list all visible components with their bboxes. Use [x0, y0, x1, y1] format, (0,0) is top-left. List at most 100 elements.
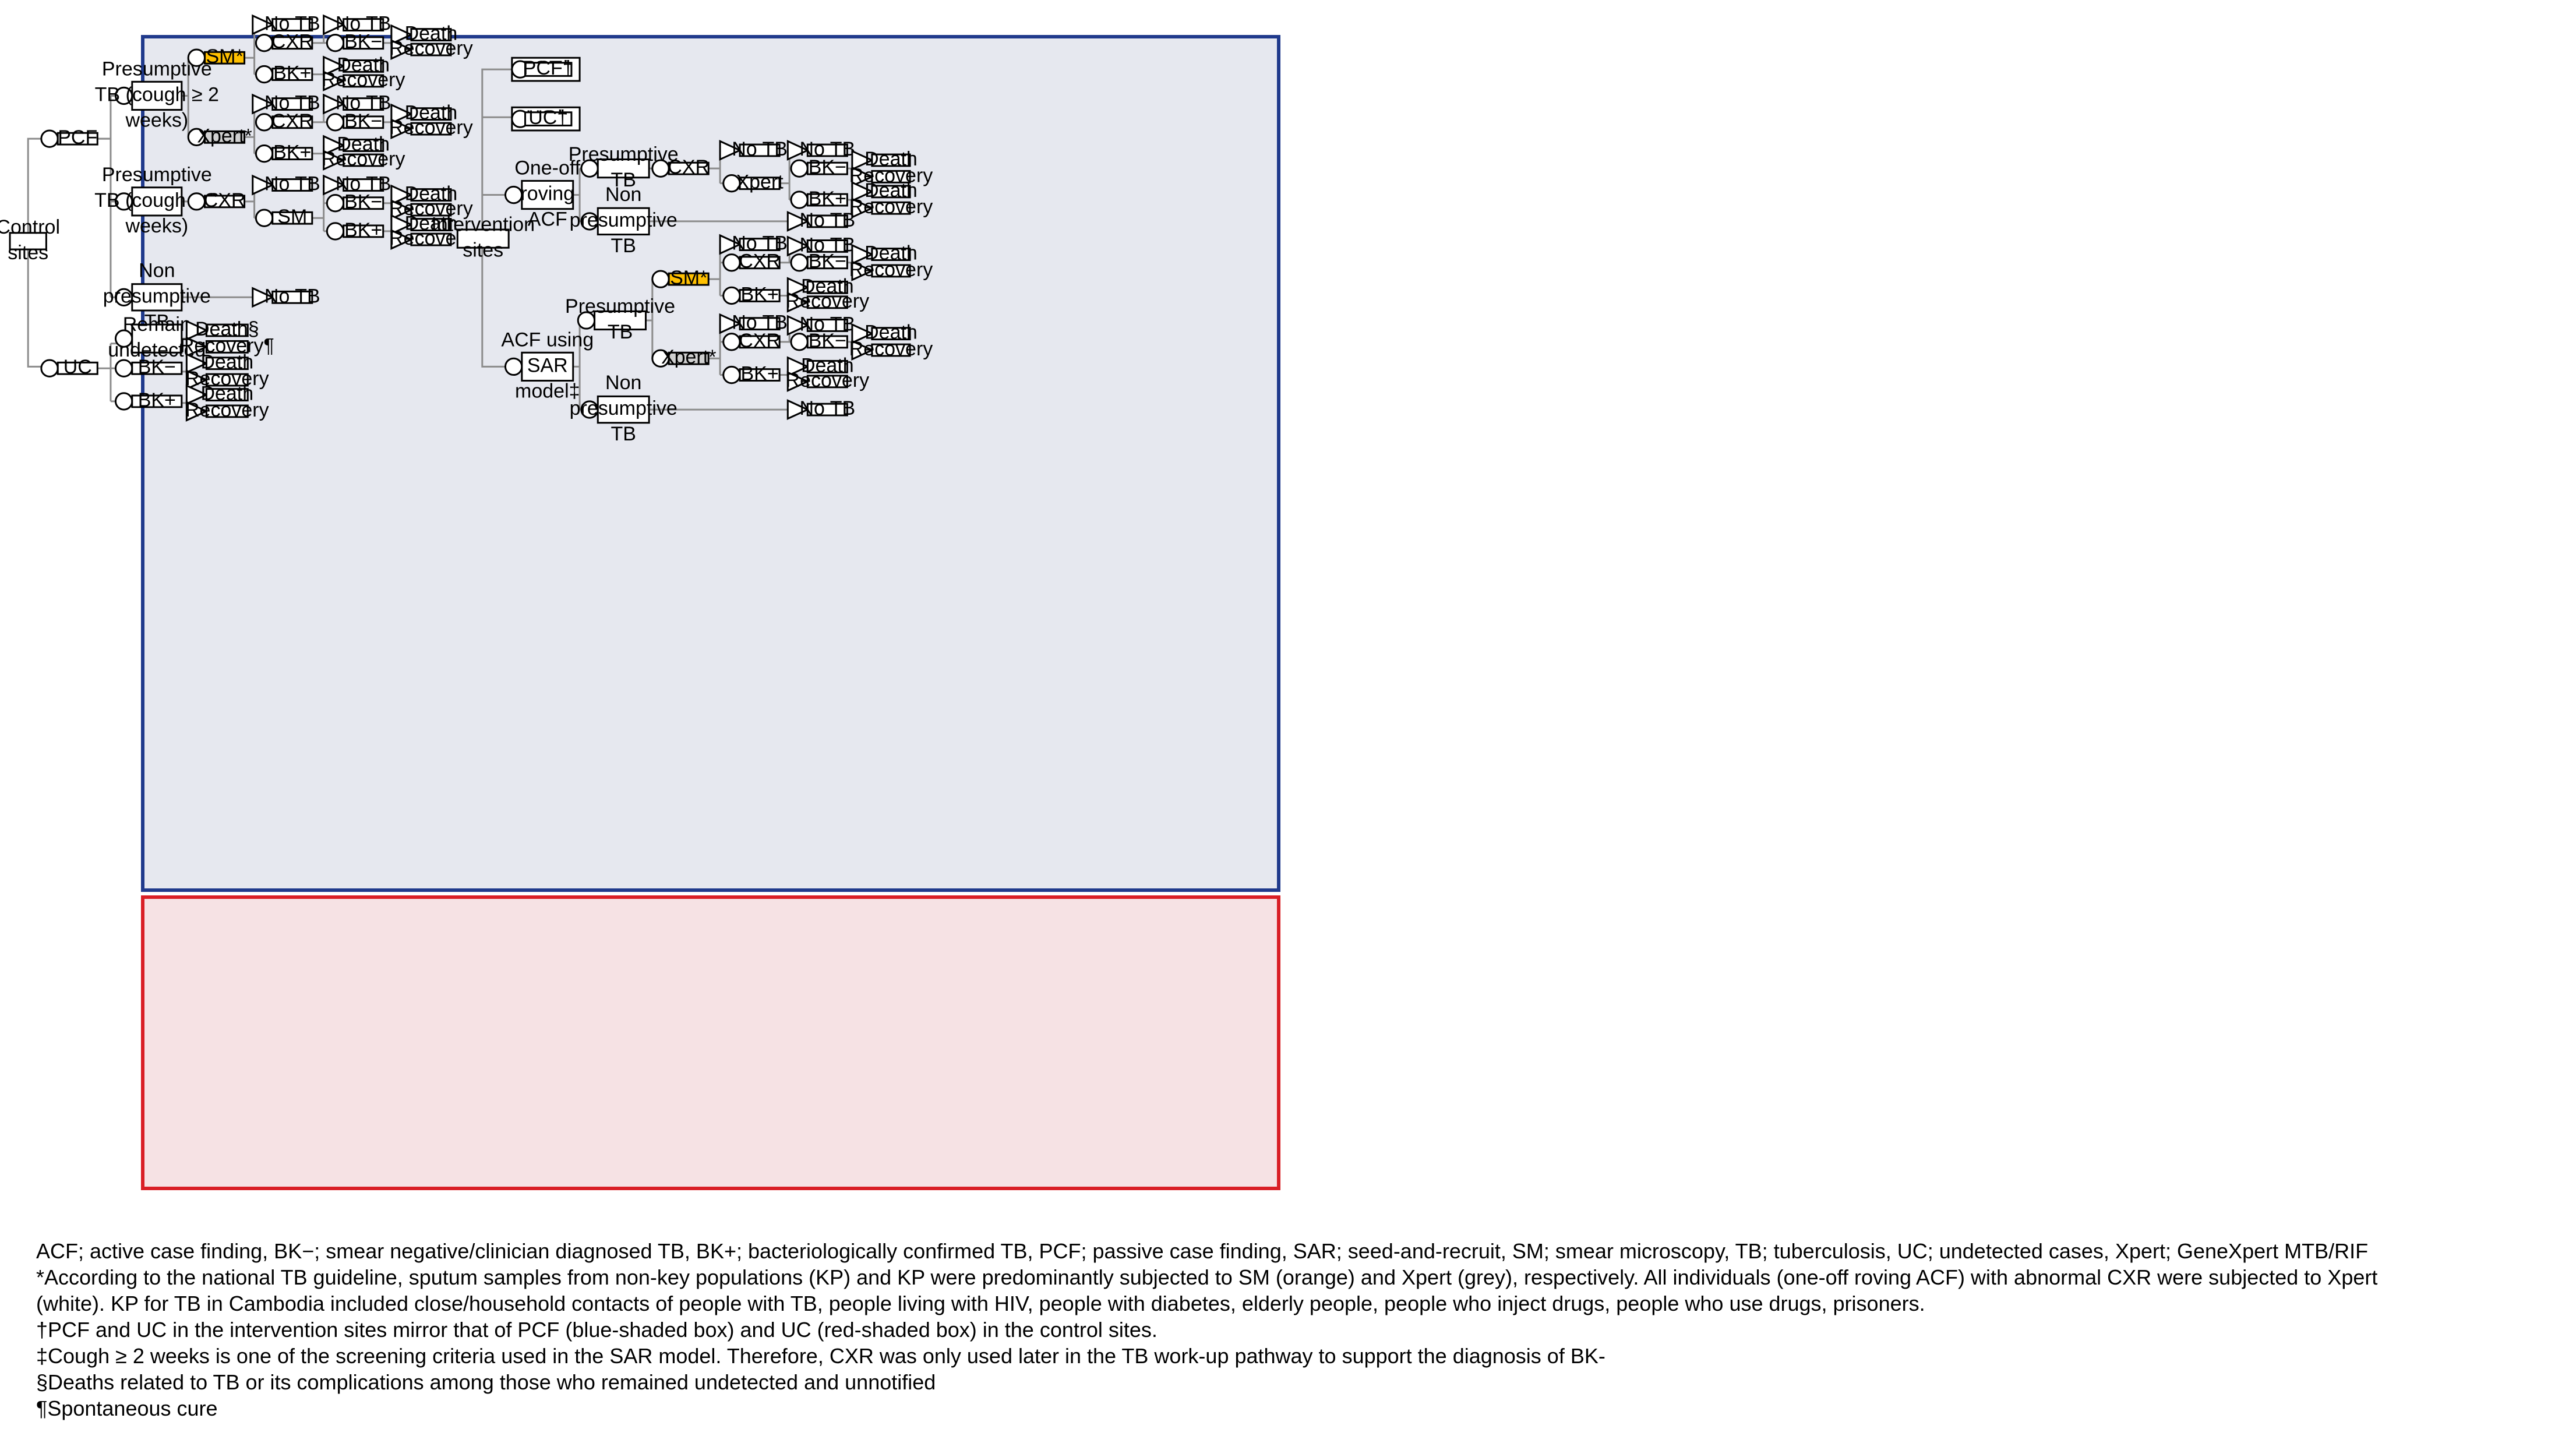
- node-label: BK+: [273, 62, 311, 84]
- node-control-recovery-15: Recovery: [322, 69, 405, 91]
- chance-node-icon: [790, 333, 809, 351]
- terminal-node-icon: [851, 166, 874, 188]
- node-label: Recovery: [389, 117, 473, 139]
- node-label: Non: [139, 259, 175, 281]
- node-control-bk-pos-18: BK+: [271, 142, 313, 164]
- node-intervention-death-63: Death: [864, 179, 918, 202]
- terminal-node-icon: [390, 103, 414, 125]
- node-label: SM*: [206, 45, 243, 68]
- footnotes: ACF; active case finding, BK−; smear neg…: [36, 1238, 2559, 1421]
- node-intervention-recovery-62: Recovery: [849, 164, 933, 186]
- node-control-uc-36: UC: [57, 356, 98, 378]
- node-control-no-tb-19: No TB: [336, 92, 391, 114]
- terminal-node-icon: [252, 93, 275, 115]
- terminal-node-icon: [252, 287, 275, 308]
- chance-node-icon: [722, 333, 741, 351]
- node-label: CXR: [739, 251, 781, 273]
- node-label: SAR: [527, 354, 568, 376]
- node-control-no-tb-10: No TB: [336, 13, 391, 35]
- terminal-node-icon: [719, 140, 742, 161]
- terminal-node-icon: [390, 214, 414, 235]
- node-label: BK−: [344, 110, 382, 132]
- node-intervention-no-tb-56: No TB: [732, 138, 788, 160]
- node-label: BK−: [138, 356, 176, 378]
- node-control-sm-27: SM: [271, 206, 313, 228]
- node-label: Death: [801, 275, 854, 297]
- node-label: No TB: [732, 138, 788, 160]
- node-label: sites: [463, 239, 503, 262]
- terminal-node-icon: [185, 400, 209, 422]
- terminal-node-icon: [719, 313, 742, 334]
- node-label: BK+: [138, 389, 176, 411]
- node-intervention-cxr-80: CXR: [739, 330, 781, 352]
- node-control-death-12: Death: [405, 23, 458, 45]
- node-control-bk-pos-30: BK+: [343, 219, 384, 241]
- node-label: No TB: [799, 234, 855, 256]
- node-label: Presumptive: [565, 295, 675, 317]
- chance-node-icon: [255, 209, 274, 227]
- chance-node-icon: [790, 253, 809, 272]
- node-label: Recovery: [786, 369, 870, 391]
- node-control-sm-star-5: SM*: [204, 45, 246, 68]
- node-control-recovery-pilcrow-41: Recovery¶: [180, 334, 274, 357]
- terminal-node-icon: [786, 371, 810, 392]
- terminal-node-icon: [851, 150, 874, 171]
- terminal-node-icon: [786, 235, 810, 257]
- node-label: No TB: [264, 173, 320, 195]
- node-label: Recovery: [322, 148, 405, 170]
- terminal-node-icon: [851, 181, 874, 202]
- footnote-abbreviations: ACF; active case finding, BK−; smear neg…: [36, 1239, 2369, 1263]
- node-label: No TB: [799, 313, 855, 335]
- node-label: Recovery: [389, 197, 473, 220]
- node-label: Non: [605, 372, 641, 394]
- node-intervention-bk-neg-74: BK−: [806, 251, 848, 273]
- node-control-death-14: Death: [337, 54, 390, 76]
- node-label: No TB: [732, 312, 788, 334]
- chance-node-icon: [255, 34, 274, 52]
- terminal-node-icon: [185, 336, 209, 358]
- node-label: Death: [864, 322, 918, 344]
- node-control-bk-neg-20: BK−: [343, 110, 384, 132]
- node-intervention-death-86: Death: [801, 354, 854, 376]
- node-intervention-recovery-85: Recovery: [849, 338, 933, 360]
- terminal-node-icon: [851, 197, 874, 219]
- chance-node-icon: [504, 185, 523, 204]
- node-label: PCF: [58, 126, 97, 149]
- node-label: UC: [63, 356, 92, 378]
- node-intervention-bk-pos-72: BK+: [739, 283, 781, 305]
- node-intervention-sm-star-68: SM*: [668, 267, 710, 289]
- node-label: Death: [405, 102, 458, 124]
- node-control-death-31: Death: [405, 183, 458, 205]
- chance-node-icon: [114, 392, 133, 411]
- node-label: Recovery: [849, 164, 933, 186]
- node-control-death-44: Death: [200, 383, 253, 405]
- node-intervention-bk-neg-83: BK−: [806, 330, 848, 352]
- node-intervention-recovery-64: Recovery: [849, 196, 933, 218]
- node-label: Intervention: [431, 214, 535, 236]
- footnote-section: §Deaths related to TB or its complicatio…: [36, 1370, 936, 1394]
- node-label: ACF using: [501, 329, 594, 351]
- node-label: Death: [405, 183, 458, 205]
- node-label: BK−: [809, 330, 846, 352]
- terminal-node-icon: [323, 55, 346, 77]
- node-label: TB: [608, 321, 633, 343]
- node-label: UC†: [528, 107, 568, 129]
- node-control-recovery-24: Recovery: [322, 148, 405, 170]
- node-control-bk-neg-29: BK−: [343, 191, 384, 213]
- chance-node-icon: [255, 65, 274, 84]
- footnote-double-dagger: ‡Cough ≥ 2 weeks is one of the screening…: [36, 1344, 1605, 1368]
- chance-node-icon: [255, 113, 274, 132]
- terminal-node-icon: [323, 93, 346, 115]
- terminal-node-icon: [390, 184, 414, 206]
- node-label: Death: [864, 242, 918, 264]
- node-label: Control: [0, 216, 60, 238]
- chance-node-icon: [651, 159, 670, 178]
- node-intervention-no-tb-73: No TB: [799, 234, 855, 256]
- node-label: CXR: [668, 156, 710, 178]
- node-control-death-33: Death: [405, 213, 458, 235]
- node-label: No TB: [336, 173, 391, 195]
- terminal-node-icon: [252, 174, 275, 196]
